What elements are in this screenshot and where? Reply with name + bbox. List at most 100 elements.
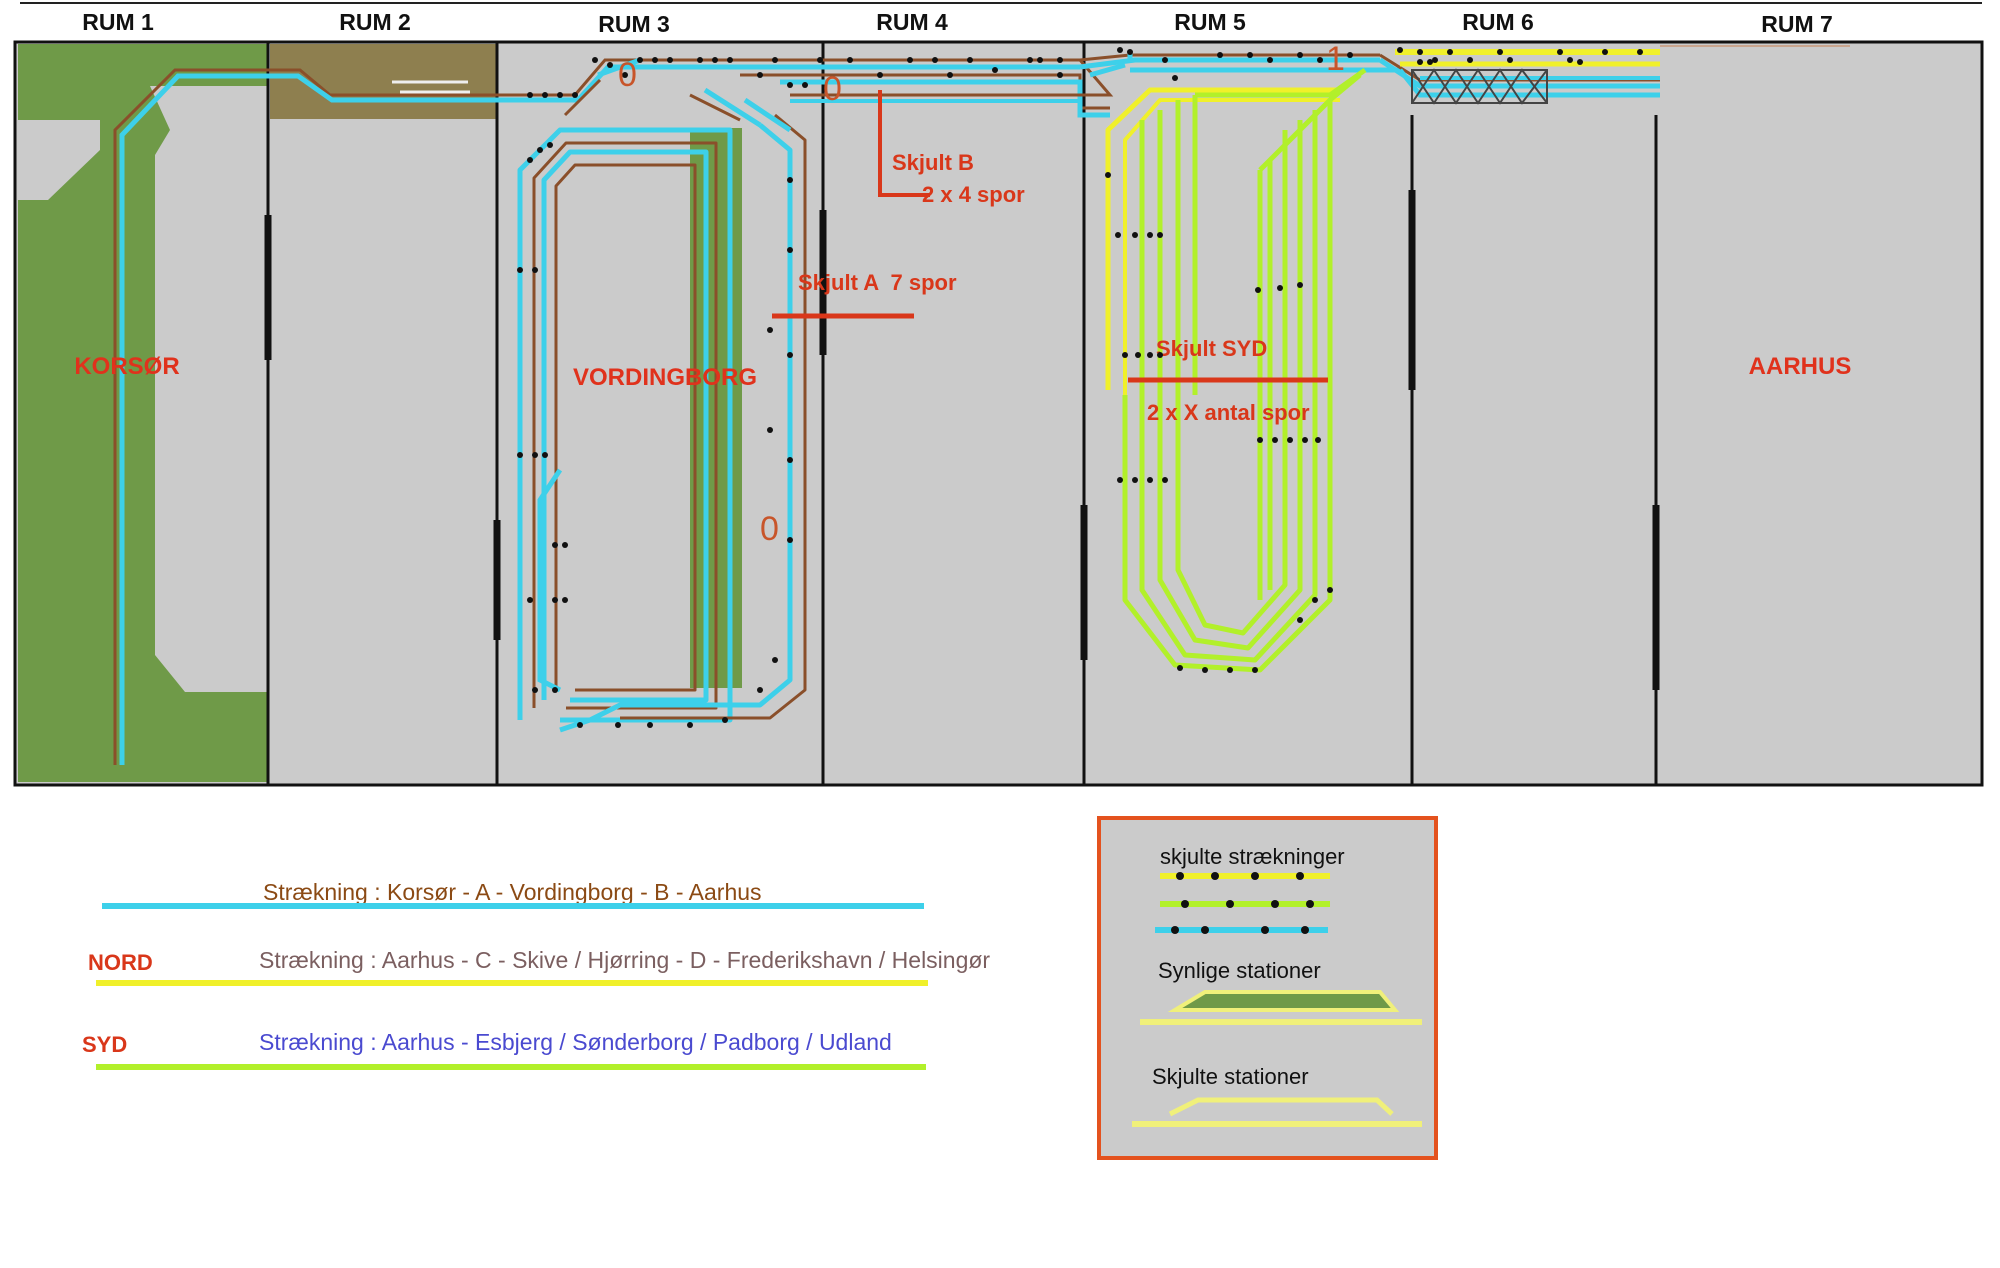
hidden-track-dot (1397, 47, 1403, 53)
legend-line2-text: Strækning : Aarhus - C - Skive / Hjørrin… (259, 947, 990, 973)
hidden-track-dot (542, 92, 548, 98)
hidden-track-dot (1432, 57, 1438, 63)
room-label-4: RUM 4 (876, 9, 948, 35)
hidden-track-dot (802, 82, 808, 88)
hidden-track-dot (1467, 57, 1473, 63)
hidden-track-dot (615, 722, 621, 728)
hidden-track-dot (527, 597, 533, 603)
hidden-track-dot (967, 57, 973, 63)
hidden-track-dot (1271, 900, 1279, 908)
hidden-track-dot (1181, 900, 1189, 908)
hidden-track-dot (647, 722, 653, 728)
hidden-track-dot (1272, 437, 1278, 443)
hidden-track-dot (727, 57, 733, 63)
hidden-track-dot (1577, 59, 1583, 65)
hidden-track-dot (1147, 232, 1153, 238)
hidden-track-dot (1417, 59, 1423, 65)
hidden-track-dot (552, 687, 558, 693)
hidden-track-dot (532, 452, 538, 458)
hidden-track-dot (1037, 57, 1043, 63)
legend-line3-text: Strækning : Aarhus - Esbjerg / Sønderbor… (259, 1029, 892, 1055)
hidden-track-dot (1296, 872, 1304, 880)
hidden-track-dot (1105, 172, 1111, 178)
hidden-track-dot (1127, 49, 1133, 55)
hidden-track-dot (562, 597, 568, 603)
hidden-track-dot (1317, 57, 1323, 63)
hidden-track-dot (1176, 872, 1184, 880)
hidden-track-dot (772, 657, 778, 663)
room-label-2: RUM 2 (339, 9, 411, 35)
skjult-b-title: Skjult B (892, 150, 974, 175)
hidden-track-dot (1177, 665, 1183, 671)
hidden-track-dot (1132, 232, 1138, 238)
hidden-track-dot (552, 542, 558, 548)
hidden-track-dot (817, 57, 823, 63)
hidden-track-dot (1252, 667, 1258, 673)
place-korsor: KORSØR (74, 353, 179, 380)
hidden-track-dot (1261, 926, 1269, 934)
legend-nord-label: NORD (88, 950, 153, 975)
hidden-track-dot (1297, 282, 1303, 288)
legend-syd-label: SYD (82, 1032, 127, 1057)
hidden-track-dot (547, 142, 553, 148)
hidden-track-dot (532, 267, 538, 273)
hidden-track-dot (1117, 477, 1123, 483)
hidden-track-dot (1287, 437, 1293, 443)
hidden-track-dot (592, 57, 598, 63)
hidden-track-dot (787, 177, 793, 183)
hidden-track-dot (1417, 49, 1423, 55)
hidden-track-dot (877, 72, 883, 78)
hidden-track-dot (1297, 617, 1303, 623)
room-label-1: RUM 1 (82, 9, 154, 35)
key-hidden-stations-label: Skjulte stationer (1152, 1064, 1309, 1089)
track-marker: 0 (760, 510, 779, 548)
hidden-track-dot (1162, 477, 1168, 483)
hidden-track-dot (1567, 57, 1573, 63)
hidden-track-dot (1211, 872, 1219, 880)
skjult-syd-title: Skjult SYD (1156, 336, 1267, 361)
room-headers: RUM 1 RUM 2 RUM 3 RUM 4 RUM 5 RUM 6 RUM … (82, 9, 1833, 37)
hidden-track-dot (787, 82, 793, 88)
hidden-track-dot (1227, 667, 1233, 673)
hidden-track-dot (577, 722, 583, 728)
hidden-track-dot (552, 597, 558, 603)
hidden-track-dot (1255, 287, 1261, 293)
hidden-track-dot (787, 247, 793, 253)
route-legend: Strækning : Korsør - A - Vordingborg - B… (82, 879, 990, 1070)
hidden-track-dot (772, 57, 778, 63)
hidden-track-dot (1297, 52, 1303, 58)
hidden-track-dot (542, 452, 548, 458)
hidden-track-dot (947, 72, 953, 78)
hidden-track-dot (1057, 57, 1063, 63)
vordingborg-loop (517, 57, 807, 733)
key-hidden-station-swatch (1168, 1097, 1394, 1117)
hidden-track-dot (1557, 49, 1563, 55)
hidden-track-dot (1226, 900, 1234, 908)
room-label-5: RUM 5 (1174, 9, 1246, 35)
hidden-track-dot (517, 267, 523, 273)
hidden-track-dot (1427, 59, 1433, 65)
key-hidden-lines-label: skjulte strækninger (1160, 844, 1345, 869)
hidden-track-dot (1247, 52, 1253, 58)
hidden-track-dot (1157, 352, 1163, 358)
key-box: skjulte strækninger Synlige stationer Sk… (1097, 816, 1438, 1160)
hidden-track-dot (1327, 587, 1333, 593)
hidden-track-dot (1306, 900, 1314, 908)
hidden-track-dot (1497, 49, 1503, 55)
hidden-track-dot (1122, 352, 1128, 358)
hidden-track-dot (1157, 232, 1163, 238)
hidden-track-dot (562, 542, 568, 548)
skjult-a-label: Skjult A 7 spor (798, 270, 957, 295)
hidden-track-dot (697, 57, 703, 63)
hidden-track-dot (652, 57, 658, 63)
hidden-track-dot (932, 57, 938, 63)
hidden-track-dot (1637, 49, 1643, 55)
hidden-track-dot (1447, 49, 1453, 55)
wall-openings (264, 190, 1660, 690)
hidden-track-dot (637, 57, 643, 63)
hidden-track-dot (712, 57, 718, 63)
hidden-track-dot (1115, 232, 1121, 238)
hidden-track-dot (1257, 437, 1263, 443)
hidden-track-dot (1202, 667, 1208, 673)
